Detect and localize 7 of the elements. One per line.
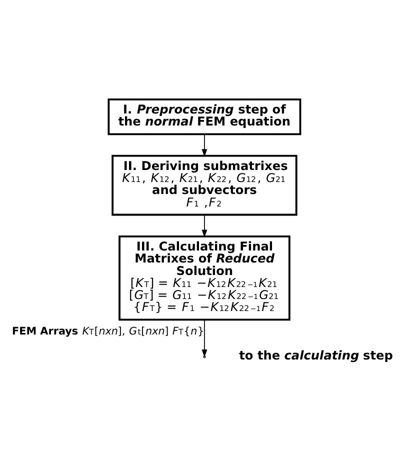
label: to the calculating step <box>239 348 393 362</box>
node-box: II. Deriving submatrixes K11, K12, K21, K22, G12, G21 and subvectors F1 ,F2 <box>112 154 298 216</box>
edge-label: FEM Arrays KT[nxn], Gt[nxn] FT{n} <box>12 324 204 337</box>
arrow <box>202 133 208 156</box>
arrow <box>202 214 208 238</box>
arrow <box>202 318 208 357</box>
node-box: I. Preprocessing step of the normal FEM equation <box>108 98 302 135</box>
